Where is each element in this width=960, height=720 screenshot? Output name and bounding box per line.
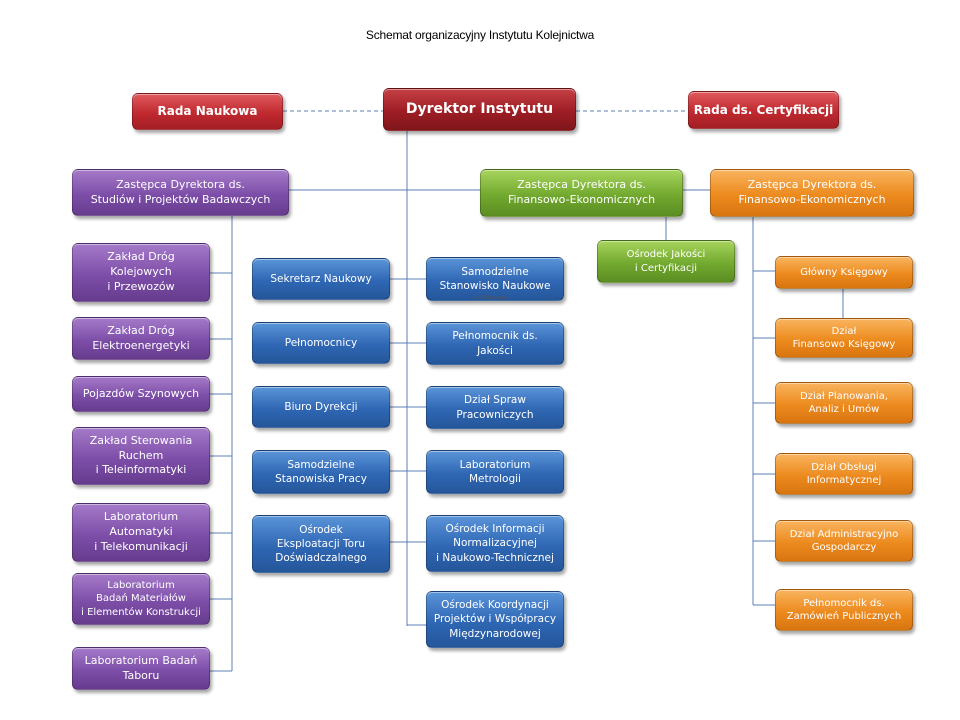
- purple-unit: Pojazdów Szynowych: [72, 376, 210, 412]
- deputy-studies-box: Zastępca Dyrektora ds. Studiów i Projekt…: [72, 169, 289, 216]
- orange-unit: Dział Planowania, Analiz i Umów: [775, 382, 913, 424]
- purple-unit: Zakład Dróg Kolejowych i Przewozów: [72, 243, 210, 302]
- blue-left-unit: Sekretarz Naukowy: [252, 258, 390, 300]
- blue-right-unit: Ośrodek Informacji Normalizacyjnej i Nau…: [426, 515, 564, 572]
- rada-certyfikacji-box: Rada ds. Certyfikacji: [688, 91, 839, 129]
- blue-left-unit: Pełnomocnicy: [252, 322, 390, 364]
- director-box: Dyrektor Instytutu: [383, 88, 576, 131]
- purple-unit: Zakład Dróg Elektroenergetyki: [72, 317, 210, 360]
- chart-title: Schemat organizacyjny Instytutu Kolejnic…: [365, 28, 595, 42]
- orange-unit: Pełnomocnik ds. Zamówień Publicznych: [775, 589, 913, 631]
- purple-unit: Zakład Sterowania Ruchem i Teleinformaty…: [72, 427, 210, 485]
- blue-right-unit: Samodzielne Stanowisko Naukowe: [426, 257, 564, 301]
- green-unit: Ośrodek Jakości i Certyfikacji: [597, 240, 735, 283]
- blue-right-unit: Laboratorium Metrologii: [426, 450, 564, 494]
- deputy-finance-green-box: Zastępca Dyrektora ds. Finansowo-Ekonomi…: [480, 169, 683, 217]
- blue-left-unit: Biuro Dyrekcji: [252, 386, 390, 428]
- tiny-note: ds. Kolejowych: [473, 295, 510, 301]
- deputy-finance-orange-box: Zastępca Dyrektora ds. Finansowo-Ekonomi…: [710, 169, 914, 217]
- blue-right-unit: Ośrodek Koordynacji Projektów i Współpra…: [426, 591, 564, 648]
- purple-unit: Laboratorium Automatyki i Telekomunikacj…: [72, 503, 210, 562]
- blue-left-unit: Ośrodek Eksploatacji Toru Doświadczalneg…: [252, 515, 390, 573]
- blue-right-unit: Pełnomocnik ds. Jakości: [426, 322, 564, 365]
- orange-unit: Dział Obsługi Informatycznej: [775, 453, 913, 495]
- orange-unit: Dział Administracyjno Gospodarczy: [775, 520, 913, 562]
- orange-unit: Dział Finansowo Księgowy: [775, 318, 913, 358]
- blue-right-unit: Dział Spraw Pracowniczych: [426, 386, 564, 429]
- purple-unit: Laboratorium Badań Taboru: [72, 647, 210, 690]
- purple-unit: Laboratorium Badań Materiałów i Elementó…: [72, 573, 210, 625]
- orange-unit: Główny Księgowy: [775, 256, 913, 289]
- rada-naukowa-box: Rada Naukowa: [132, 93, 283, 130]
- blue-left-unit: Samodzielne Stanowiska Pracy: [252, 450, 390, 494]
